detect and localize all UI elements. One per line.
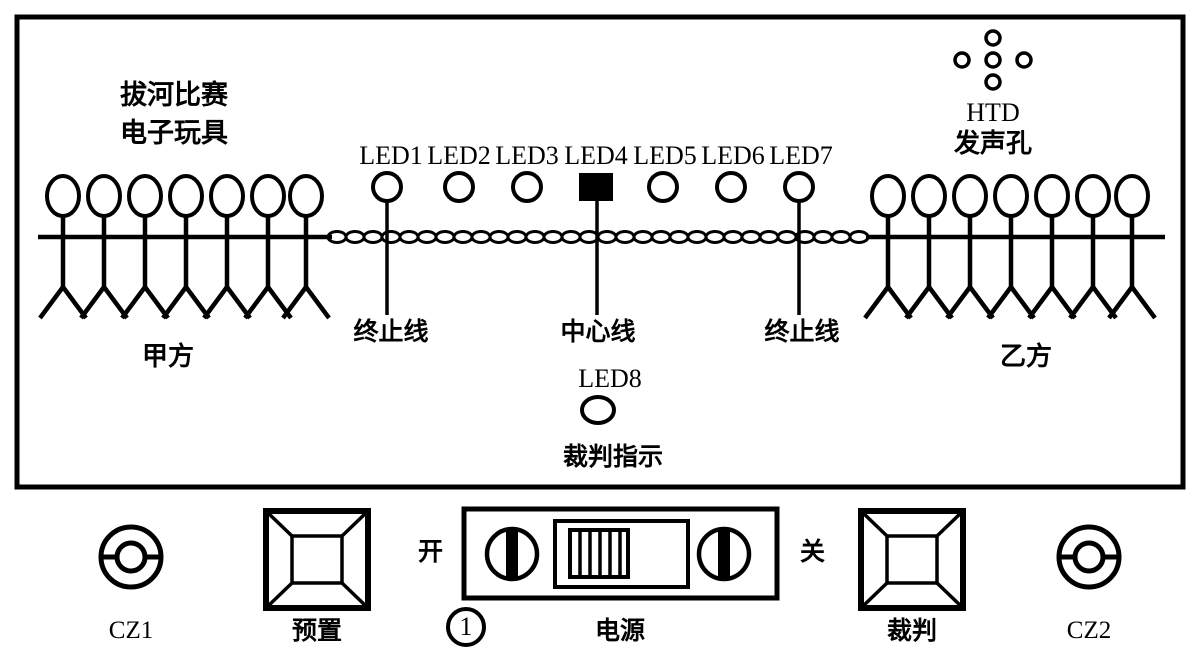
right-team-figures (863, 174, 1157, 320)
jack-cz1-icon[interactable] (98, 524, 164, 590)
stick-figure (79, 174, 129, 320)
slider-knob[interactable] (568, 528, 630, 579)
speaker-hole-label: 发声孔 (953, 129, 1033, 159)
stick-figure (1027, 174, 1077, 320)
power-off-label: 关 (800, 537, 826, 566)
led-label-2: LED2 (427, 141, 491, 170)
stick-figure (161, 174, 211, 320)
led-label-1: LED1 (359, 141, 423, 170)
jack-cz1-label: CZ1 (108, 617, 154, 644)
toy-title-line-1: 拔河比赛 (120, 80, 228, 111)
stick-figure (38, 174, 88, 320)
panel-border (14, 14, 1186, 490)
preset-button-icon[interactable] (263, 508, 371, 611)
led8-label: LED8 (578, 364, 642, 393)
stick-figure (1068, 174, 1118, 320)
right-terminal-label: 终止线 (764, 317, 840, 346)
screw-right-icon (696, 526, 752, 582)
led-indicator-6[interactable] (715, 171, 747, 203)
stick-figure (945, 174, 995, 320)
team-right-label: 乙方 (999, 342, 1053, 372)
power-switch-label: 电源 (594, 616, 646, 645)
led-indicator-1[interactable] (371, 171, 403, 203)
led-indicator-4[interactable] (579, 173, 613, 201)
stick-figure (202, 174, 252, 320)
led-row (371, 171, 815, 315)
toy-title-line-2: 电子玩具 (120, 118, 228, 149)
led-indicator-2[interactable] (443, 171, 475, 203)
screw-right-slot (718, 531, 730, 577)
preset-button-label: 预置 (291, 616, 343, 645)
tug-rope (326, 230, 870, 244)
led-label-6: LED6 (701, 141, 765, 170)
htd-speaker-holes (953, 29, 1033, 91)
slider-track (553, 519, 690, 589)
callout-marker-1 (446, 607, 486, 647)
led-label-3: LED3 (495, 141, 559, 170)
led-label-5: LED5 (633, 141, 697, 170)
screw-left-icon (484, 526, 540, 582)
center-line-label: 中心线 (560, 317, 636, 346)
power-switch-icon[interactable] (461, 506, 780, 601)
stick-figure (863, 174, 913, 320)
led-label-4: LED4 (564, 141, 628, 170)
stick-figure (243, 174, 293, 320)
led-indicator-3[interactable] (511, 171, 543, 203)
power-on-label: 开 (418, 537, 444, 566)
team-left-label: 甲方 (141, 342, 195, 372)
stick-figure (904, 174, 954, 320)
referee-indicator-label: 裁判指示 (562, 442, 664, 471)
stick-figure (120, 174, 170, 320)
jack-cz2-label: CZ2 (1066, 617, 1112, 644)
callout-marker-1-label: 1 (459, 612, 473, 641)
referee-button-label: 裁判 (886, 616, 938, 645)
stick-figure (1107, 174, 1157, 320)
left-team-figures (38, 174, 331, 320)
led-indicator-8[interactable] (580, 395, 616, 425)
stick-figure (281, 174, 331, 320)
led-indicator-5[interactable] (647, 171, 679, 203)
led-label-7: LED7 (769, 141, 833, 170)
screw-left-slot (506, 531, 518, 577)
jack-cz2-icon[interactable] (1056, 524, 1122, 590)
referee-button-icon[interactable] (858, 508, 966, 611)
stick-figure (986, 174, 1036, 320)
led-indicator-7[interactable] (783, 171, 815, 203)
left-terminal-label: 终止线 (353, 317, 429, 346)
htd-label: HTD (966, 98, 1020, 127)
